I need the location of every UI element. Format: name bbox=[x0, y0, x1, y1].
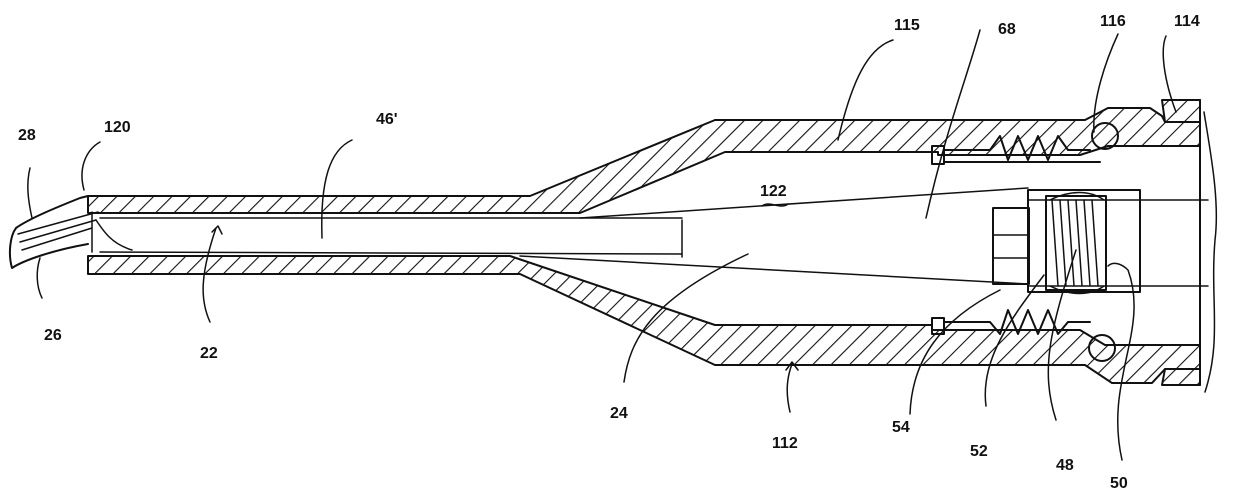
label-120: 120 bbox=[104, 119, 131, 136]
label-115: 115 bbox=[894, 17, 920, 34]
label-116: 116 bbox=[1100, 13, 1126, 30]
label-68: 68 bbox=[998, 21, 1016, 38]
label-114: 114 bbox=[1174, 13, 1200, 30]
label-48: 48 bbox=[1056, 457, 1074, 474]
leader-lines bbox=[28, 30, 1176, 460]
label-24: 24 bbox=[610, 405, 628, 422]
label-26: 26 bbox=[44, 327, 62, 344]
lower-wall bbox=[88, 256, 1200, 383]
connector-block bbox=[993, 190, 1208, 292]
label-112: 112 bbox=[772, 435, 798, 452]
label-122: 122 bbox=[760, 183, 787, 200]
upper-wall bbox=[88, 108, 1200, 213]
coil-spring bbox=[1046, 193, 1106, 294]
label-54: 54 bbox=[892, 419, 910, 436]
label-46-prime: 46' bbox=[376, 111, 398, 128]
label-28: 28 bbox=[18, 127, 36, 144]
label-50: 50 bbox=[1110, 475, 1128, 492]
label-22: 22 bbox=[200, 345, 218, 362]
label-52: 52 bbox=[970, 443, 988, 460]
